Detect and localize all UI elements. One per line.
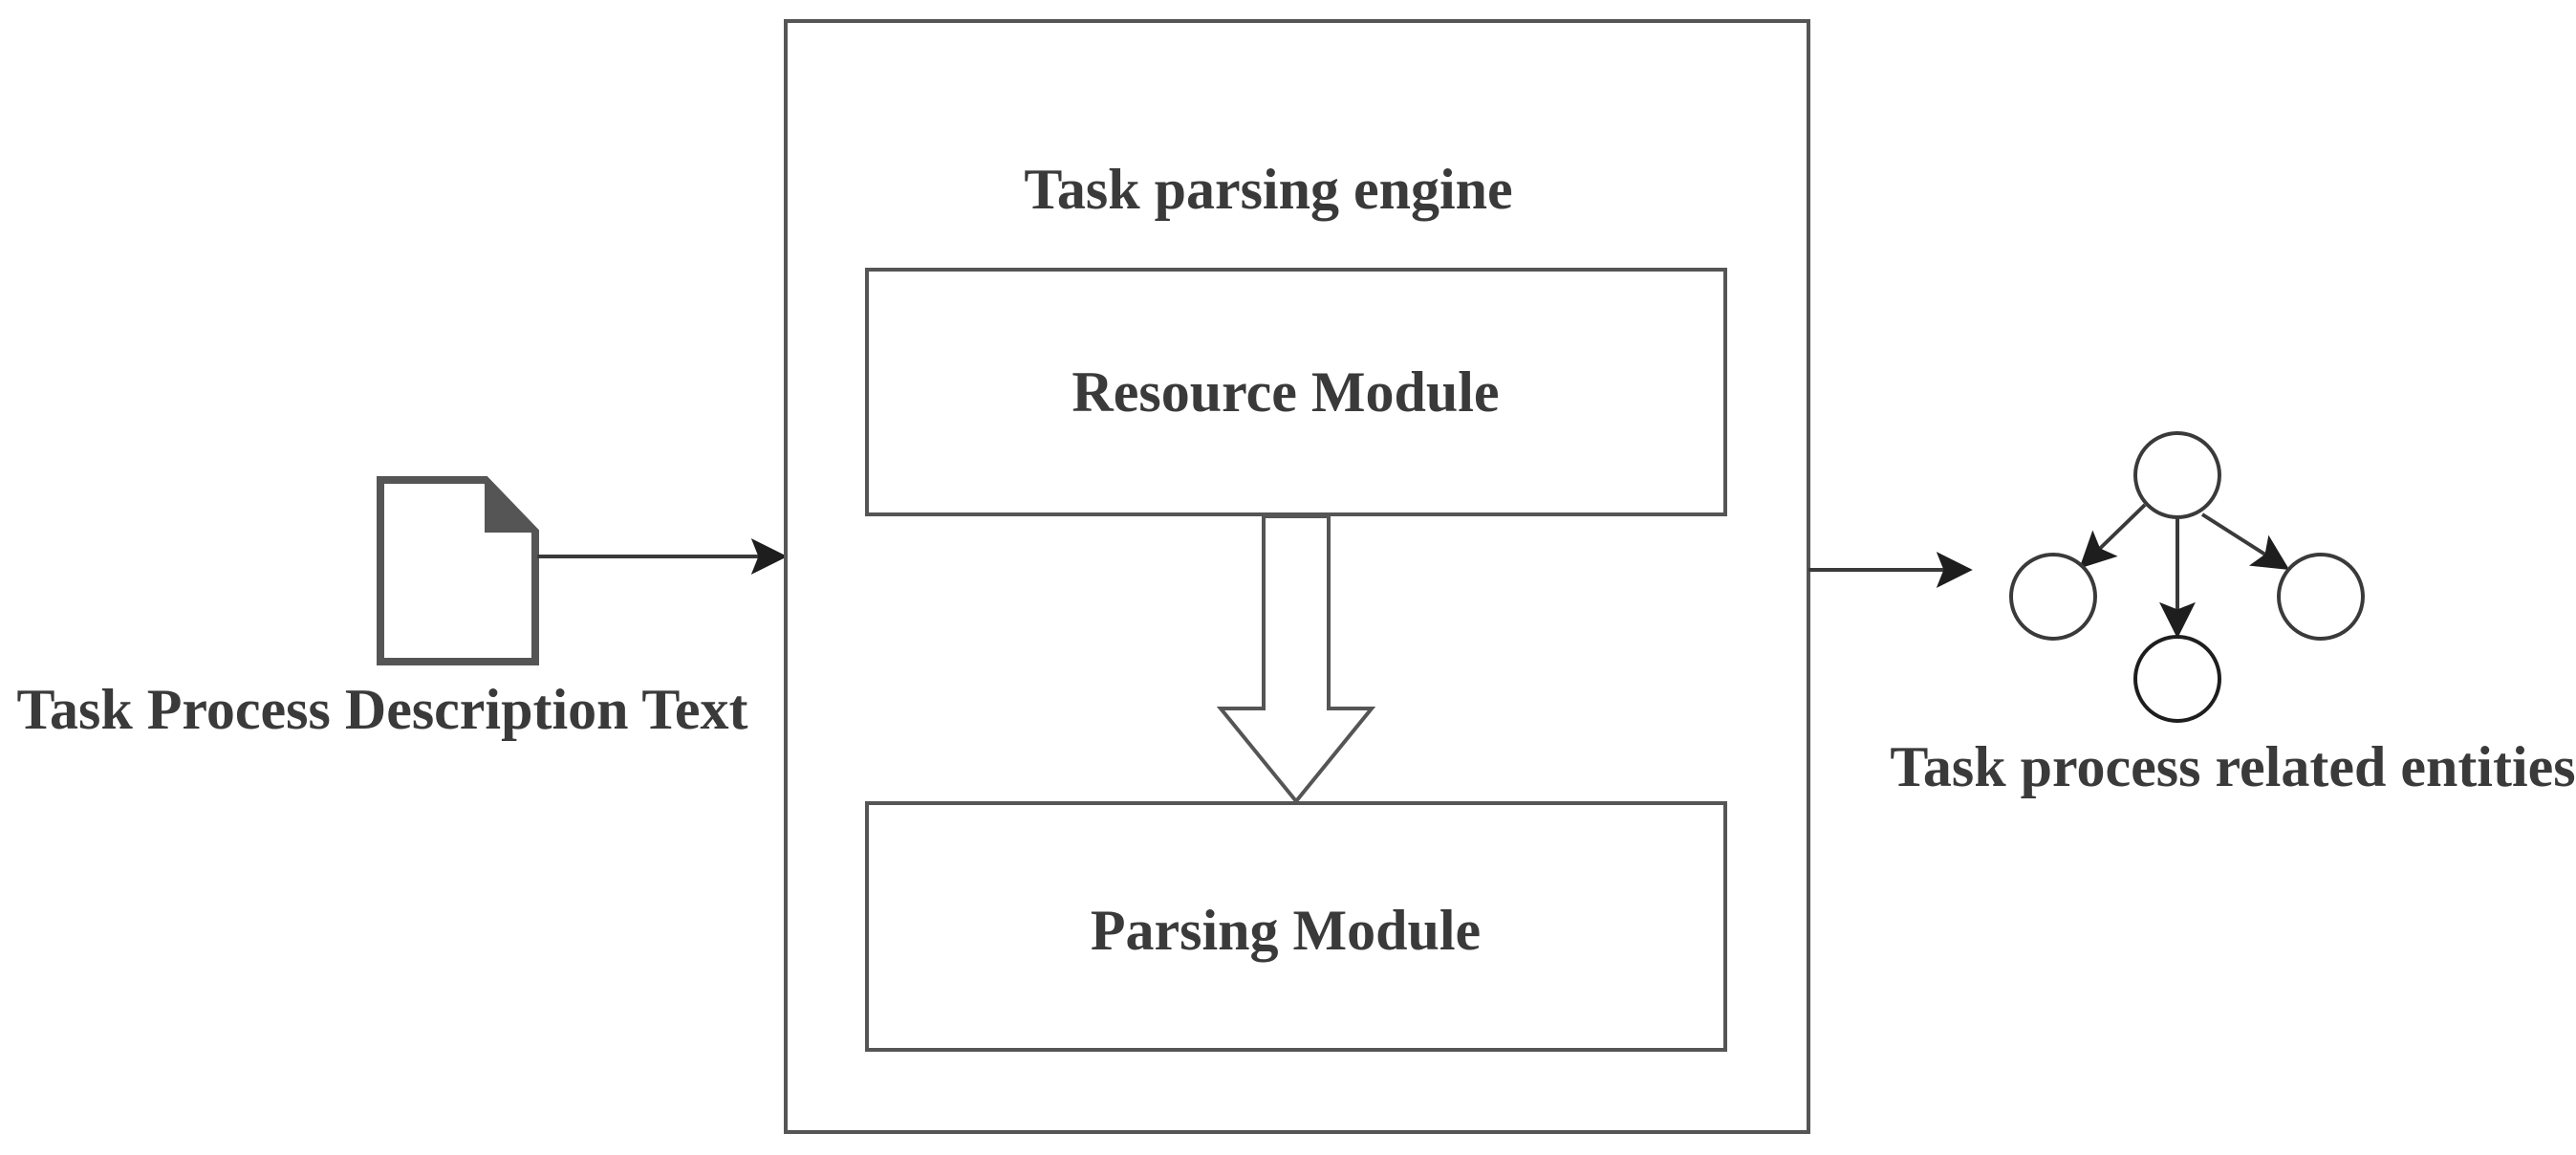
child-node-left	[2009, 553, 2097, 641]
child-node-right	[2277, 553, 2365, 641]
parsing-module-label: Parsing Module	[1091, 899, 1481, 962]
child-node-bottom	[2133, 635, 2221, 723]
flow-down-arrow	[1216, 514, 1376, 805]
engine-title: Task parsing engine	[1024, 158, 1512, 221]
resource-module-label: Resource Module	[1072, 360, 1499, 424]
root-node	[2133, 431, 2221, 519]
resource-module-box	[865, 268, 1727, 516]
tree-graph-icon	[2009, 431, 2365, 723]
document-icon	[377, 476, 539, 665]
output-label: Task process related entities	[1890, 735, 2575, 798]
parsing-module-box	[865, 801, 1727, 1052]
input-label: Task Process Description Text	[16, 678, 747, 741]
